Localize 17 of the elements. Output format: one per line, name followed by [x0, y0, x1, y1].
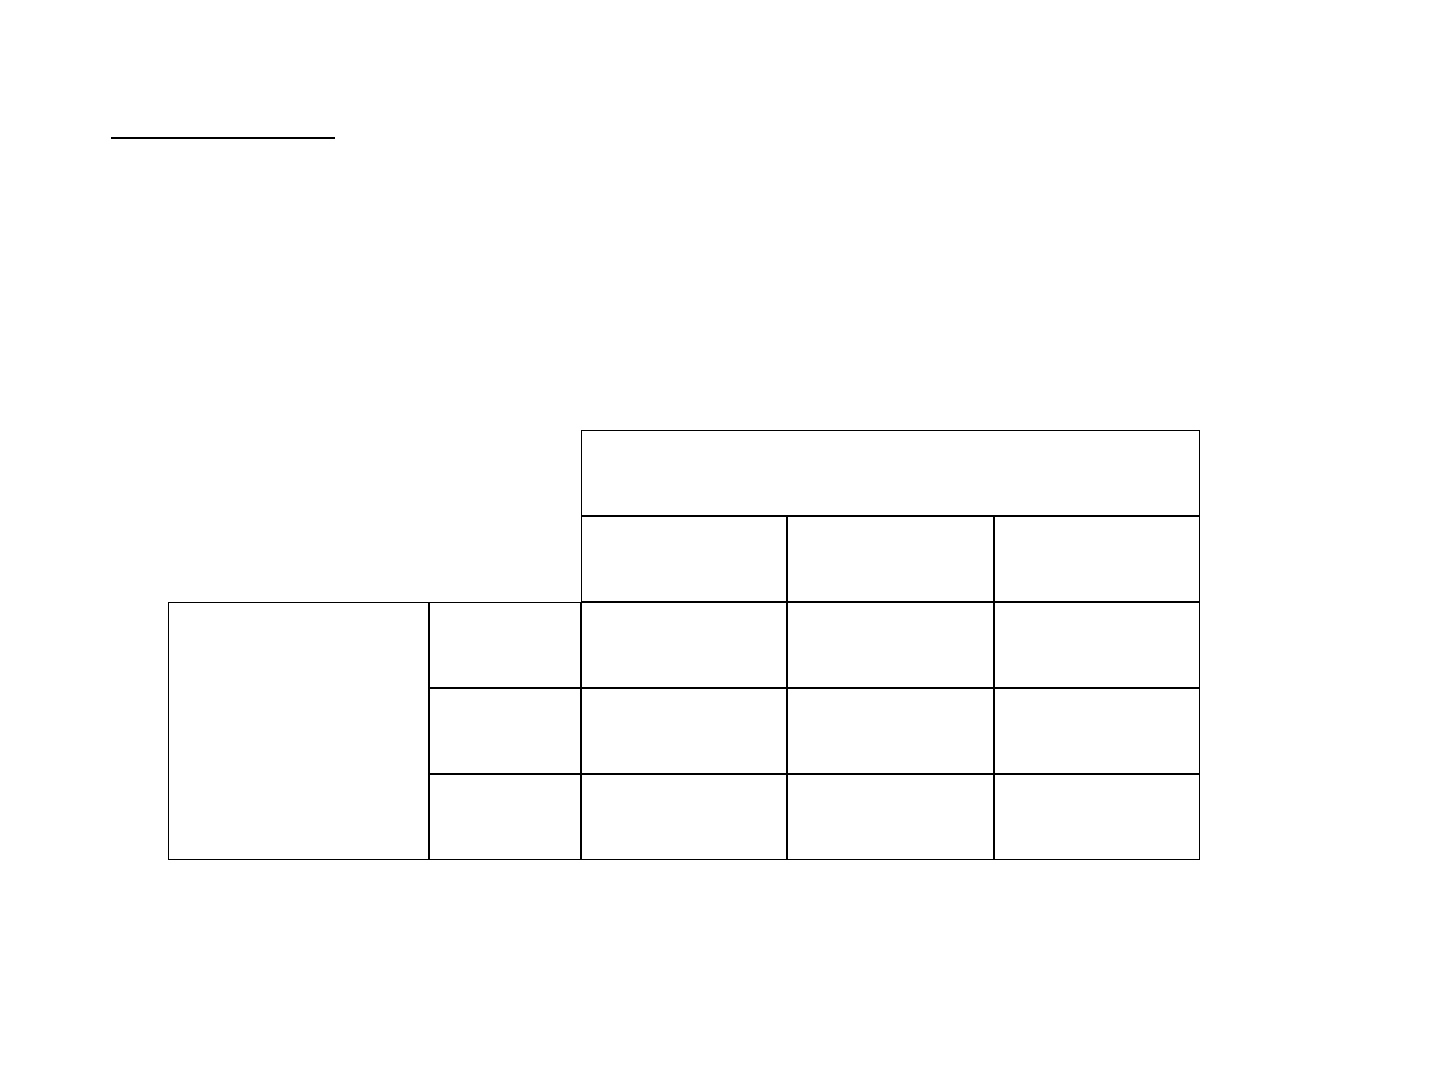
table-cell-outline [994, 688, 1200, 774]
table-cell-outline [787, 774, 994, 860]
table-cell-outline [581, 774, 787, 860]
table-cell-outline [581, 430, 1200, 516]
table-cell-outline [581, 688, 787, 774]
table-cell-outline [429, 688, 581, 774]
table-cell-outline [429, 602, 581, 688]
table-cell-outline [994, 602, 1200, 688]
table-cell-outline [994, 774, 1200, 860]
table-cell-outline [581, 516, 787, 602]
table-cell-outline [429, 774, 581, 860]
table-cell-outline [787, 602, 994, 688]
table-cell-outline [168, 602, 429, 860]
table-cell-outline [787, 688, 994, 774]
table-cell-outline [787, 516, 994, 602]
table-cell-outline [994, 516, 1200, 602]
table-cell-outline [581, 602, 787, 688]
